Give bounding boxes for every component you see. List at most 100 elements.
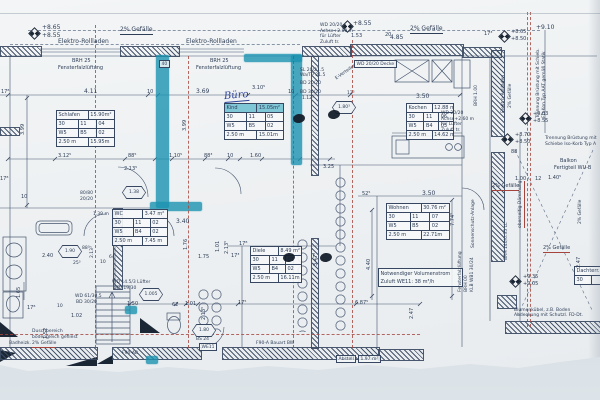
elevation-label: +9.05 — [523, 281, 539, 287]
hex-tag-value: 1.005 — [144, 292, 158, 297]
elevation-label: +8.50 — [511, 36, 527, 42]
cell: 02 — [285, 265, 301, 273]
dim-label: 4.40 — [366, 258, 372, 270]
cell: 2.50 m — [408, 132, 427, 138]
parapet-note-line: FD-Kon.Typ AAT gemäß Statik — [541, 51, 547, 118]
shower-note: Duschbereich bodengleich gefliest 2% Gef… — [32, 329, 78, 349]
cell: 2.50 m — [252, 275, 271, 281]
window-note-line: Fensterfalzlüftung — [458, 251, 463, 292]
dim-label: 17⁸ — [0, 176, 9, 182]
balcony-label: Balkon — [560, 158, 577, 164]
dim-label: 2.40 — [42, 253, 54, 259]
elevation-label: +9.03 — [533, 111, 549, 117]
hex-tag-value: 1.80 — [198, 328, 210, 333]
slope-label: 2% Gefälle — [410, 25, 443, 34]
cell: Wohnen — [388, 205, 409, 211]
ventilation-note-box: Notwendiger Volumenstrom Zuluft WE11: 38… — [378, 268, 463, 287]
dim-label: 17³ — [231, 253, 240, 259]
cell: 07 — [429, 213, 449, 221]
dim-label: 1.53 — [351, 33, 363, 39]
vent-note-line: WD 20/20 — [320, 23, 343, 28]
red-axis-line — [188, 56, 189, 348]
wall-segment — [0, 347, 98, 360]
cell: B5 — [246, 122, 264, 130]
dim-label: 3.99 — [20, 123, 26, 135]
dim-label: 10 — [21, 194, 28, 200]
wall-segment — [311, 56, 319, 176]
dim-label: 88³ — [82, 246, 90, 251]
elevation-label: +8.55 — [533, 118, 549, 124]
note-label: BD 30/20 — [300, 90, 321, 95]
elevation-label: +8.55 — [353, 20, 372, 27]
dim-label: 10 — [100, 260, 106, 265]
scallop-band — [334, 176, 348, 332]
cell: 22.71m — [420, 231, 449, 239]
insulation-note: oberseitig Dämmung — [518, 180, 525, 228]
dim-label: 62 — [172, 302, 179, 308]
handwritten-annotation: Büro — [223, 88, 250, 104]
dim-label: 1.40⁵ — [548, 175, 562, 181]
cell: 30 — [388, 214, 395, 220]
hex-tag: 1.80 — [192, 324, 216, 337]
cell: Kochen — [408, 105, 427, 111]
dim-label: 3.50 — [422, 190, 436, 197]
paper-fold-line — [0, 13, 600, 14]
cell: 2.50 m — [114, 238, 133, 244]
cell: 15.01m — [256, 131, 283, 139]
cell: 11 — [132, 219, 150, 227]
dim-label: 2.13⁵ — [124, 166, 138, 172]
dim-label: 3.99 — [182, 119, 188, 131]
dim-label: 3.69 — [196, 88, 210, 95]
elevation-label: +8.65 — [511, 29, 527, 35]
red-axis-line — [530, 12, 531, 327]
cell: 8.49 m² — [277, 247, 301, 255]
teal-highlight-wall — [150, 202, 202, 211]
cell: 03 — [438, 122, 453, 130]
dim-label: 3.50 — [416, 93, 430, 100]
wall-segment — [497, 295, 517, 309]
cell: 2.50 m — [58, 139, 77, 145]
parapet-note: Schiebe Iso-Korb Typ A — [545, 142, 597, 147]
dim-label: 3.47³ — [313, 252, 319, 266]
room-table-dachterrasse: Dachterr. 30 — [574, 266, 600, 285]
cell: 04 — [95, 120, 114, 128]
wall-segment — [0, 46, 42, 57]
balcony-label: Fertigteil WU-B — [554, 165, 592, 171]
shower-note-line: 2% Gefälle — [32, 341, 57, 349]
wall-segment — [113, 208, 123, 290]
dim-label: 4.11 — [84, 88, 98, 95]
dim-label: 52⁵ — [362, 191, 371, 197]
cell: 2.50 m — [226, 132, 245, 138]
cell: WC — [114, 211, 123, 217]
teal-highlight-mark — [125, 306, 137, 314]
dim-label: 1.65 — [16, 286, 22, 298]
dim-label: 10 — [57, 304, 63, 309]
slope-label: 2% Gefälle — [543, 245, 571, 253]
cell: B5 — [409, 222, 430, 230]
dim-label: 1.50 — [127, 301, 139, 307]
dim-label: 10 — [288, 89, 295, 95]
slope-label: 2% Gefälle — [492, 183, 520, 191]
planter-note: Abdeckung mit Schutzl. FD-Dt. — [514, 313, 583, 318]
dim-label: 17⁸ — [27, 305, 36, 311]
cell: 11 — [409, 213, 430, 221]
dim-label: 3.40 — [176, 218, 190, 225]
elevation-label: +8.65 — [42, 24, 61, 31]
cell: W5 — [58, 130, 67, 136]
wall-segment — [311, 238, 319, 349]
ventilation-note-line2: Zuluft WE11: 38 m³/h — [380, 278, 435, 285]
fire-rating-label: F90-AB — [122, 351, 139, 356]
cell: 30 — [408, 114, 415, 120]
note-label: 20/20 — [80, 197, 93, 202]
dim-label: 2.13⁵ — [201, 306, 207, 320]
vent-note-line: Achse+2.60 m — [441, 116, 475, 122]
cell: W5 — [114, 229, 123, 235]
